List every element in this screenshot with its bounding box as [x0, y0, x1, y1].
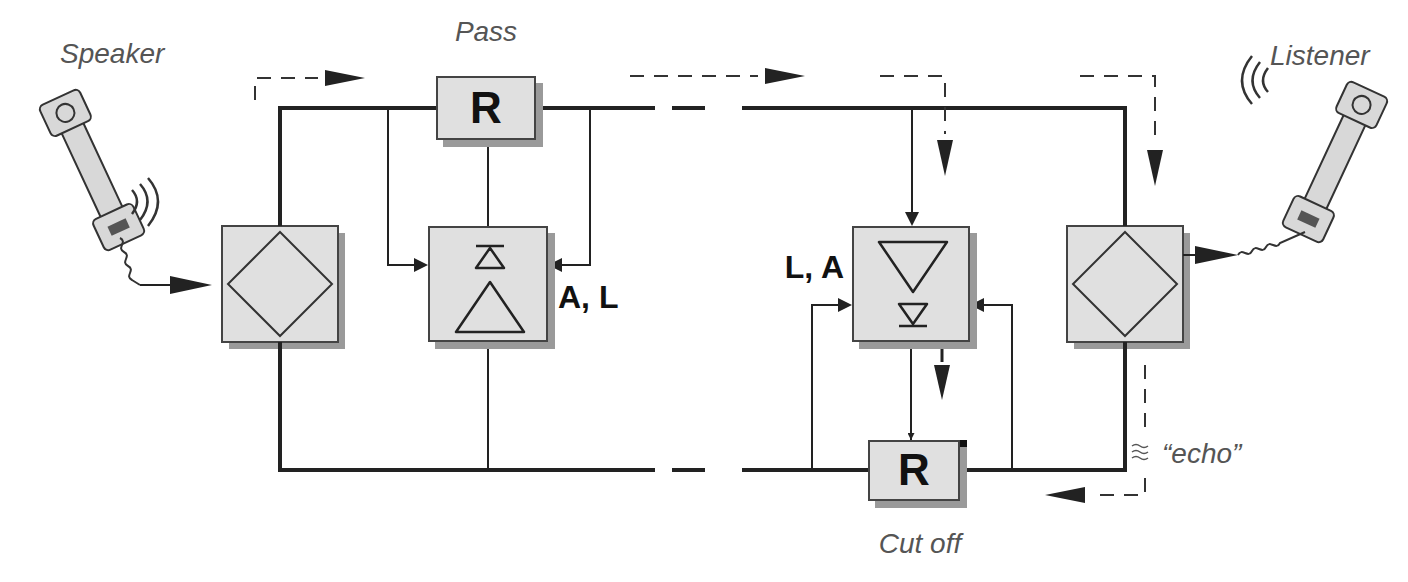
control-connector [910, 342, 912, 440]
detector-label: L, A [785, 250, 844, 285]
detector-box: L, A [852, 226, 970, 342]
tap-wire [388, 108, 1012, 470]
detector-label: A, L [558, 280, 618, 315]
detector-symbol [430, 228, 546, 340]
signal-path [255, 76, 1155, 495]
hybrid-right [1067, 226, 1190, 349]
handset-speaker [38, 88, 145, 252]
cutoff-bar [960, 440, 967, 500]
echo-label: “echo” [1162, 438, 1241, 470]
relay-letter: R [898, 446, 930, 494]
line-wire [280, 108, 1125, 470]
relay-letter: R [470, 84, 502, 132]
detector-symbol [854, 228, 968, 340]
listener-label: Listener [1270, 40, 1370, 72]
relay-box: R [436, 76, 536, 140]
handset-cord [120, 232, 1305, 285]
relay-box: R [868, 440, 960, 501]
echo-waves [1132, 445, 1148, 460]
cutoff-label: Cut off [879, 528, 961, 560]
detector-box: A, L [428, 226, 548, 342]
control-connector [487, 140, 489, 226]
handset-listener [1281, 80, 1388, 244]
speaker-label: Speaker [60, 38, 164, 70]
pass-label: Pass [455, 16, 517, 48]
hybrid-left [222, 226, 345, 349]
sound-waves [132, 56, 1268, 226]
signal-arrowhead [170, 68, 1238, 503]
